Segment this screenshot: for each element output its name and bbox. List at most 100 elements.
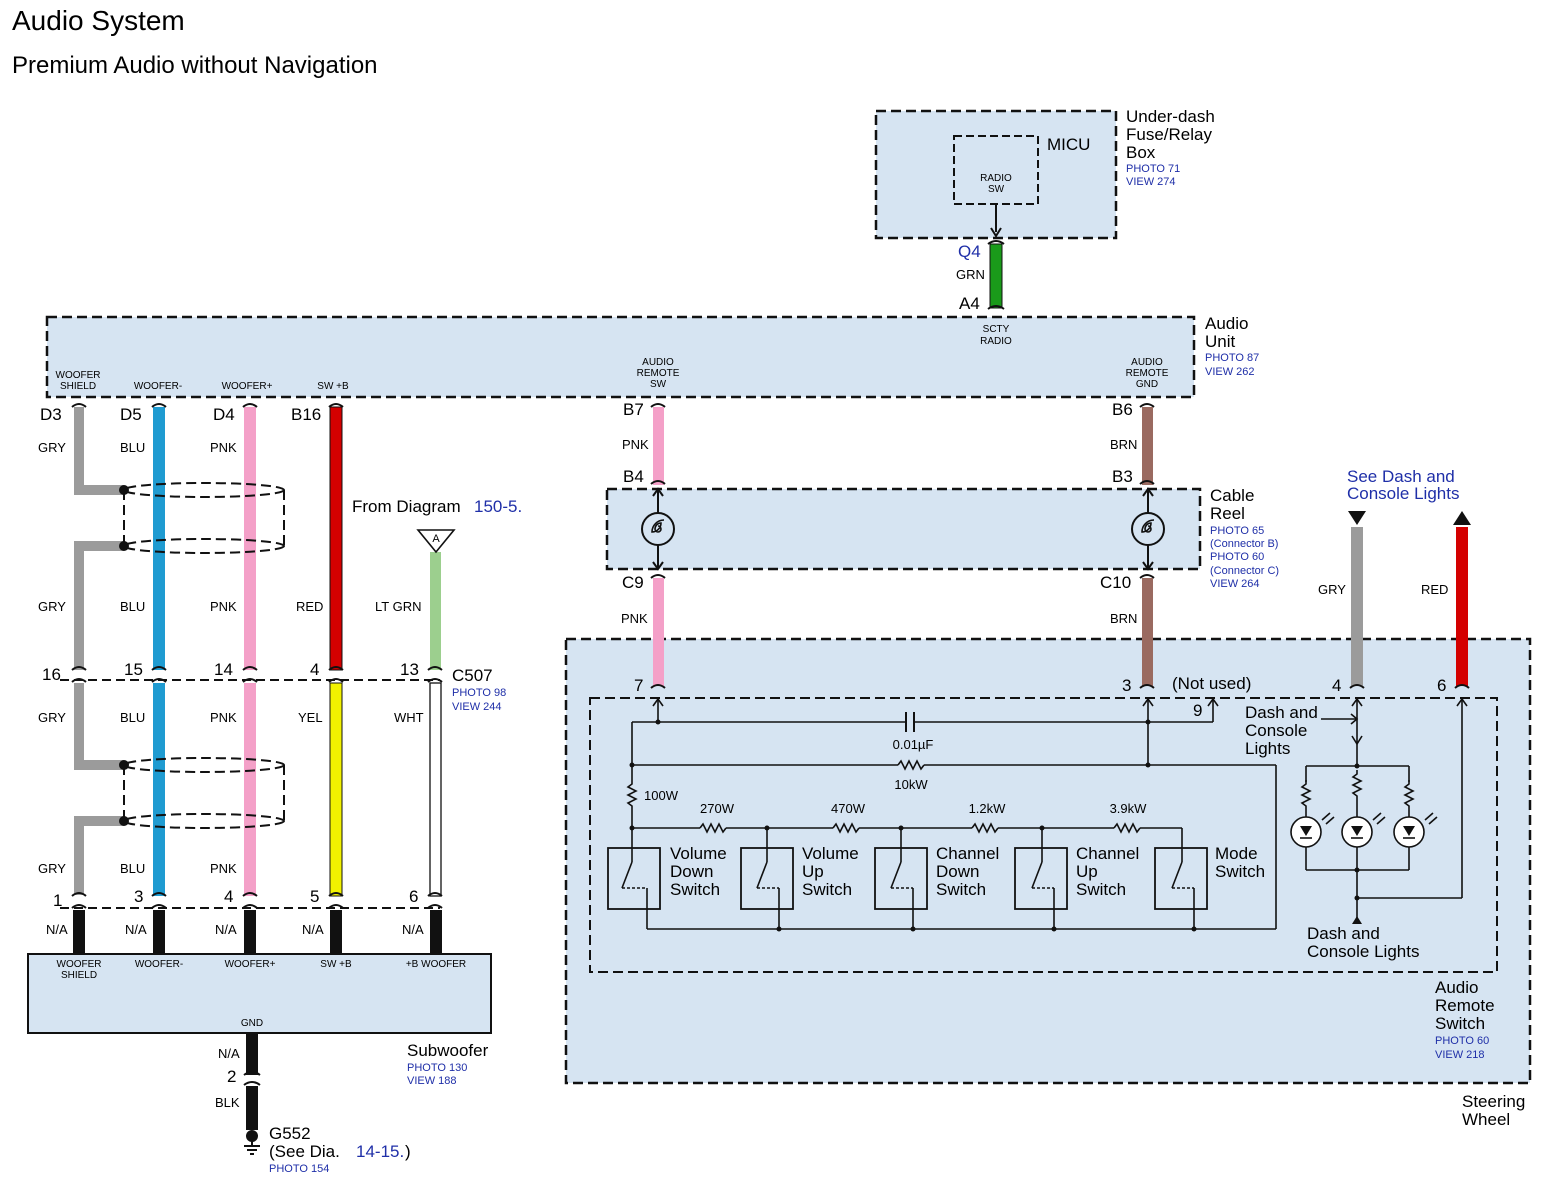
steering-wheel-2: Wheel [1462, 1110, 1510, 1129]
sub-pin-6: 6 [409, 887, 418, 906]
lbl-na-5: N/A [402, 922, 424, 937]
c507-pin-14: 14 [214, 660, 233, 679]
wire-na-gnd [246, 1033, 258, 1075]
wire-na-5 [430, 910, 442, 954]
wire-grn [989, 243, 1003, 309]
switch-channel-down-1: Channel [936, 844, 999, 863]
pin-a4: A4 [959, 294, 980, 313]
pin-b6: B6 [1112, 400, 1133, 419]
c507-pin-13: 13 [400, 660, 419, 679]
radio-sw-label-1: RADIO [980, 173, 1012, 184]
c507-pins [71, 666, 443, 683]
dash-lights-top-3: Lights [1245, 739, 1290, 758]
ground-see-close: ) [405, 1142, 411, 1161]
scty-radio-1: SCTY [983, 324, 1010, 335]
wire-na-2 [153, 910, 165, 954]
resistor-270-label: 270W [700, 801, 735, 816]
switch-volume-down-3: Switch [670, 880, 720, 899]
c507-pin-4: 4 [310, 660, 319, 679]
switch-box-channel-up [1014, 847, 1068, 910]
sub-term-shield-1: WOOFER [57, 959, 102, 970]
dash-lights-top-1: Dash and [1245, 703, 1318, 722]
switch-channel-up-2: Up [1076, 862, 1098, 881]
wire-brn-2 [1142, 578, 1153, 686]
term-remote-gnd-2: REMOTE [1126, 368, 1169, 379]
subwoofer-title: Subwoofer [407, 1041, 489, 1060]
sub-pin-4: 4 [224, 887, 233, 906]
wire-pnk-2 [244, 683, 256, 896]
ground-photo: PHOTO 154 [269, 1163, 329, 1175]
ground-see-link[interactable]: 14-15. [356, 1142, 404, 1161]
lbl-na-gnd: N/A [218, 1046, 240, 1061]
lbl-na-2: N/A [125, 922, 147, 937]
see-dash-link-1[interactable]: See Dash and [1347, 467, 1455, 486]
wire-pnk-1 [244, 407, 256, 670]
led-circuit [1290, 699, 1463, 924]
from-diagram-link[interactable]: 150-5. [474, 497, 522, 516]
subwoofer-photo: PHOTO 130 [407, 1062, 467, 1074]
switch-channel-up-3: Switch [1076, 880, 1126, 899]
page-subtitle: Premium Audio without Navigation [12, 52, 378, 79]
cable-reel-photo-c: PHOTO 60 [1210, 551, 1264, 563]
switch-box-volume-down [607, 847, 661, 910]
c507-pin-16: 16 [42, 665, 61, 684]
lbl-red-dash: RED [1421, 582, 1448, 597]
fuse-box-title-1: Under-dash [1126, 107, 1215, 126]
dash-lights-bottom-2: Console Lights [1307, 942, 1419, 961]
audio-unit-title-2: Unit [1205, 332, 1236, 351]
switch-volume-down-1: Volume [670, 844, 727, 863]
fuse-box-title-2: Fuse/Relay [1126, 125, 1212, 144]
lbl-blu-4: BLU [120, 861, 145, 876]
sub-term-woofer-minus: WOOFER- [135, 959, 183, 970]
switch-volume-up-2: Up [802, 862, 824, 881]
pin-b16: B16 [291, 405, 321, 424]
cable-reel-title-2: Reel [1210, 504, 1245, 523]
cable-reel-box [605, 487, 1202, 571]
remote-switch-title-2: Remote [1435, 996, 1495, 1015]
pin-d5: D5 [120, 405, 142, 424]
micu-label: MICU [1047, 135, 1090, 154]
lbl-gry-2: GRY [38, 599, 66, 614]
remote-switch-photo: PHOTO 60 [1435, 1035, 1489, 1047]
wire-wht [429, 682, 442, 897]
sub-pin-3: 3 [134, 887, 143, 906]
wire-na-4 [330, 910, 342, 954]
sub-pin-5: 5 [310, 887, 319, 906]
resistor-10k-label: 10kW [894, 777, 928, 792]
connector-a-triangle-icon [416, 529, 456, 554]
steering-wheel-1: Steering [1462, 1092, 1525, 1111]
wire-gry-shield-2 [74, 541, 124, 670]
sub-term-woofer-plus: WOOFER+ [225, 959, 276, 970]
wire-blu-2 [153, 683, 165, 896]
switch-box-volume-up [740, 847, 794, 910]
lbl-gry-1: GRY [38, 440, 66, 455]
switch-mode-1: Mode [1215, 844, 1258, 863]
sub-term-gnd: GND [241, 1018, 263, 1029]
pin-b7: B7 [623, 400, 644, 419]
cable-reel-view: VIEW 264 [1210, 578, 1260, 590]
lbl-brn-1: BRN [1110, 437, 1137, 452]
lbl-pnk-remote-2: PNK [621, 611, 648, 626]
from-diagram-text: From Diagram [352, 497, 461, 516]
lbl-gry-dash: GRY [1318, 582, 1346, 597]
audio-unit-title-1: Audio [1205, 314, 1248, 333]
lbl-brn-2: BRN [1110, 611, 1137, 626]
term-remote-sw-1: AUDIO [642, 357, 674, 368]
see-dash-link-2[interactable]: Console Lights [1347, 484, 1459, 503]
dash-lights-bottom-1: Dash and [1307, 924, 1380, 943]
resistor-470-label: 470W [831, 801, 866, 816]
lbl-blu-1: BLU [120, 440, 145, 455]
remote-switch-pins [650, 684, 1470, 689]
lbl-na-4: N/A [302, 922, 324, 937]
wire-brn-1 [1142, 407, 1153, 485]
pin-b3: B3 [1112, 467, 1133, 486]
lbl-gry-4: GRY [38, 861, 66, 876]
pin-c10: C10 [1100, 573, 1131, 592]
wire-blk [246, 1086, 258, 1130]
switch-mode-2: Switch [1215, 862, 1265, 881]
wire-gry-shield-1 [74, 407, 124, 495]
ground-see-text: (See Dia. [269, 1142, 340, 1161]
lbl-yel: YEL [298, 710, 323, 725]
resistor-100-label: 100W [644, 788, 679, 803]
